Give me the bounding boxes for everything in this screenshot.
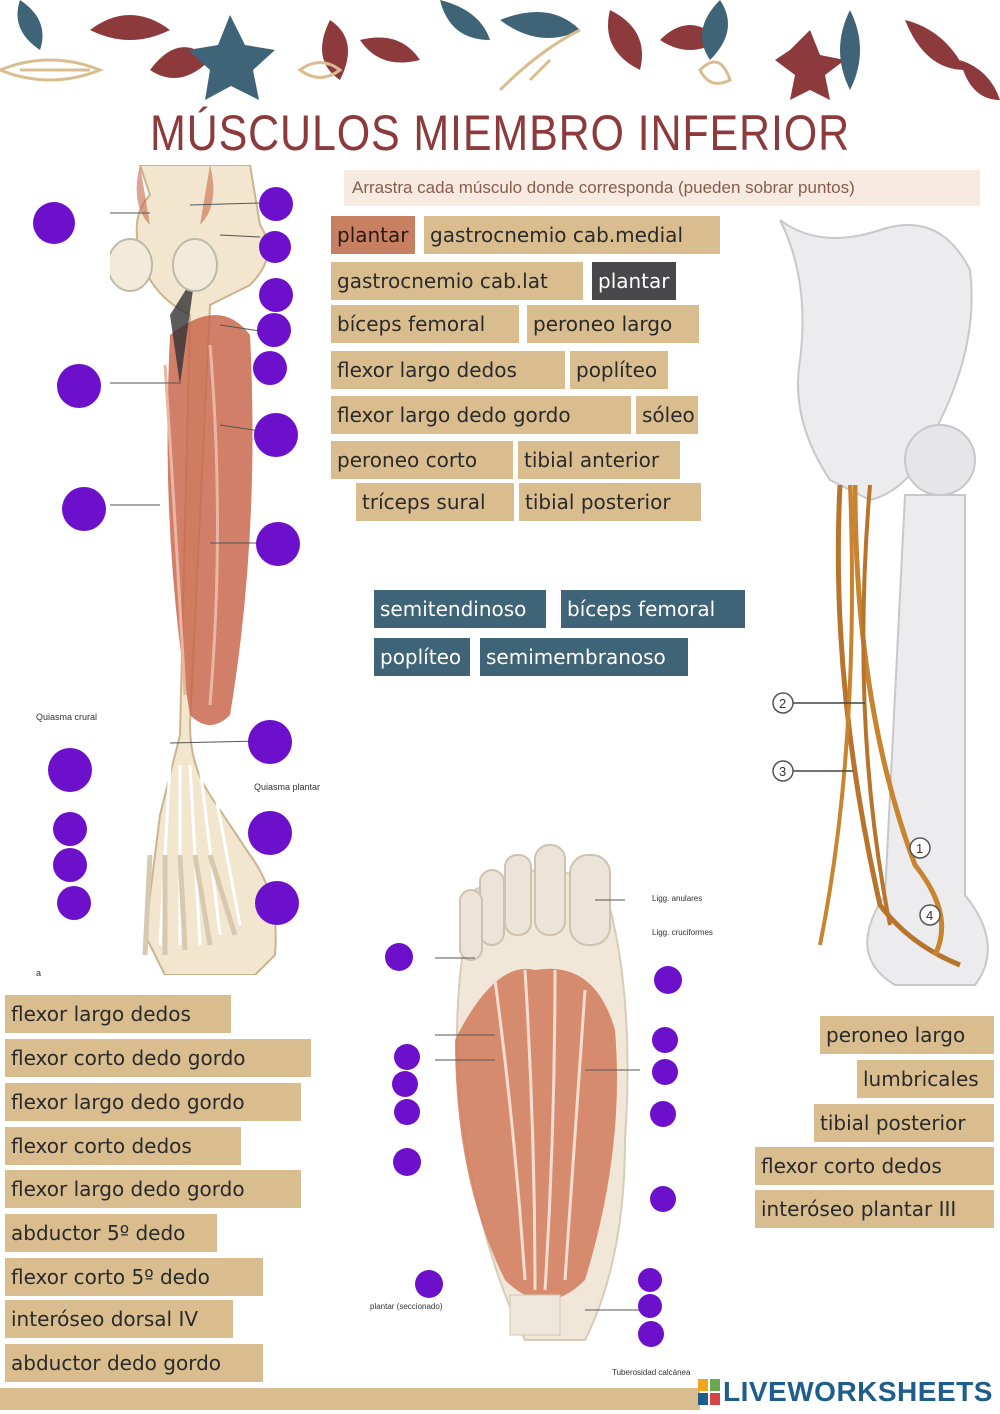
drop-target-dot[interactable]	[259, 278, 293, 312]
drop-target-dot[interactable]	[53, 848, 87, 882]
drop-target-dot[interactable]	[394, 1099, 420, 1125]
drop-target-dot[interactable]	[62, 487, 106, 531]
word-tag[interactable]: peroneo largo	[820, 1016, 994, 1054]
hip-number-1: 1	[916, 841, 924, 856]
hip-number-2: 2	[779, 696, 787, 711]
label-plantar-seccionado: plantar (seccionado)	[370, 1302, 443, 1311]
drop-target-dot[interactable]	[33, 202, 75, 244]
word-tag[interactable]: plantar	[331, 216, 415, 254]
label-tuberosidad: Tuberosidad calcánea	[612, 1368, 691, 1377]
drop-target-dot[interactable]	[248, 811, 292, 855]
word-tag[interactable]: interóseo plantar III	[755, 1190, 994, 1228]
drop-target-dot[interactable]	[57, 364, 101, 408]
label-figure-a: a	[36, 968, 42, 978]
liveworksheets-icon	[698, 1379, 720, 1405]
drop-target-dot[interactable]	[48, 748, 92, 792]
word-tag[interactable]: flexor corto 5º dedo	[5, 1258, 263, 1296]
word-tag[interactable]: poplíteo	[570, 351, 668, 389]
word-tag[interactable]: tríceps sural	[356, 483, 514, 521]
word-tag[interactable]: bíceps femoral	[331, 305, 519, 343]
footer-bar	[0, 1388, 700, 1410]
drop-target-dot[interactable]	[638, 1294, 662, 1318]
word-tag[interactable]: flexor corto dedos	[5, 1127, 241, 1165]
word-tag[interactable]: flexor largo dedo gordo	[5, 1083, 301, 1121]
word-tag[interactable]: interóseo dorsal IV	[5, 1300, 233, 1338]
drop-target-dot[interactable]	[53, 812, 87, 846]
hip-number-4: 4	[926, 908, 934, 923]
word-tag[interactable]: abductor 5º dedo	[5, 1214, 217, 1252]
liveworksheets-logo: LIVEWORKSHEETS	[698, 1376, 993, 1408]
drop-target-dot[interactable]	[256, 522, 300, 566]
drop-target-dot[interactable]	[394, 1044, 420, 1070]
drop-target-dot[interactable]	[415, 1270, 443, 1298]
drop-target-dot[interactable]	[638, 1268, 662, 1292]
word-tag[interactable]: plantar	[592, 262, 676, 300]
page-title: MÚSCULOS MIEMBRO INFERIOR	[149, 105, 850, 161]
drop-target-dot[interactable]	[248, 720, 292, 764]
label-lig-anulares: Ligg. anulares	[652, 894, 703, 903]
drop-target-dot[interactable]	[254, 413, 298, 457]
drop-target-dot[interactable]	[253, 351, 287, 385]
word-tag[interactable]: lumbricales	[857, 1060, 994, 1098]
word-tag[interactable]: tibial posterior	[814, 1104, 994, 1142]
drop-target-dot[interactable]	[57, 886, 91, 920]
word-tag[interactable]: peroneo largo	[527, 305, 699, 343]
word-tag[interactable]: sóleo	[636, 396, 698, 434]
word-tag[interactable]: gastrocnemio cab.lat	[331, 262, 583, 300]
label-quiasma-plantar: Quiasma plantar	[254, 782, 321, 792]
word-tag[interactable]: tibial posterior	[519, 483, 701, 521]
hip-femur-figure	[772, 219, 989, 986]
word-tag[interactable]: gastrocnemio cab.medial	[424, 216, 720, 254]
drop-target-dot[interactable]	[259, 187, 293, 221]
word-tag[interactable]: bíceps femoral	[561, 590, 745, 628]
word-tag[interactable]: flexor corto dedos	[755, 1147, 994, 1185]
drop-target-dot[interactable]	[638, 1321, 664, 1347]
drop-target-dot[interactable]	[257, 313, 291, 347]
drop-target-dot[interactable]	[650, 1101, 676, 1127]
drop-target-dot[interactable]	[652, 1027, 678, 1053]
instructions-banner: Arrastra cada músculo donde corresponda …	[344, 170, 980, 206]
word-tag[interactable]: poplíteo	[374, 638, 470, 676]
drop-target-dot[interactable]	[392, 1071, 418, 1097]
word-tag[interactable]: tibial anterior	[518, 441, 680, 479]
word-tag[interactable]: semitendinoso	[374, 590, 546, 628]
word-tag[interactable]: semimembranoso	[480, 638, 688, 676]
label-lig-cruciformes: Ligg. cruciformes	[652, 928, 713, 937]
leaf-banner	[0, 0, 1000, 100]
drop-target-dot[interactable]	[255, 881, 299, 925]
word-tag[interactable]: flexor corto dedo gordo	[5, 1039, 311, 1077]
drop-target-dot[interactable]	[259, 231, 291, 263]
drop-target-dot[interactable]	[650, 1186, 676, 1212]
drop-target-dot[interactable]	[652, 1059, 678, 1085]
hip-number-3: 3	[779, 764, 787, 779]
foot-plantar-figure	[435, 844, 640, 1341]
word-tag[interactable]: flexor largo dedo gordo	[331, 396, 631, 434]
drop-target-dot[interactable]	[385, 943, 413, 971]
word-tag[interactable]: peroneo corto	[331, 441, 513, 479]
leg-muscles-figure	[110, 165, 277, 975]
word-tag[interactable]: flexor largo dedos	[331, 351, 565, 389]
brand-name: LIVEWORKSHEETS	[723, 1376, 993, 1407]
word-tag[interactable]: abductor dedo gordo	[5, 1344, 263, 1382]
word-tag[interactable]: flexor largo dedo gordo	[5, 1170, 301, 1208]
word-tag[interactable]: flexor largo dedos	[5, 995, 231, 1033]
drop-target-dot[interactable]	[654, 966, 682, 994]
drop-target-dot[interactable]	[393, 1148, 421, 1176]
label-quiasma-crural: Quiasma crural	[36, 712, 98, 722]
